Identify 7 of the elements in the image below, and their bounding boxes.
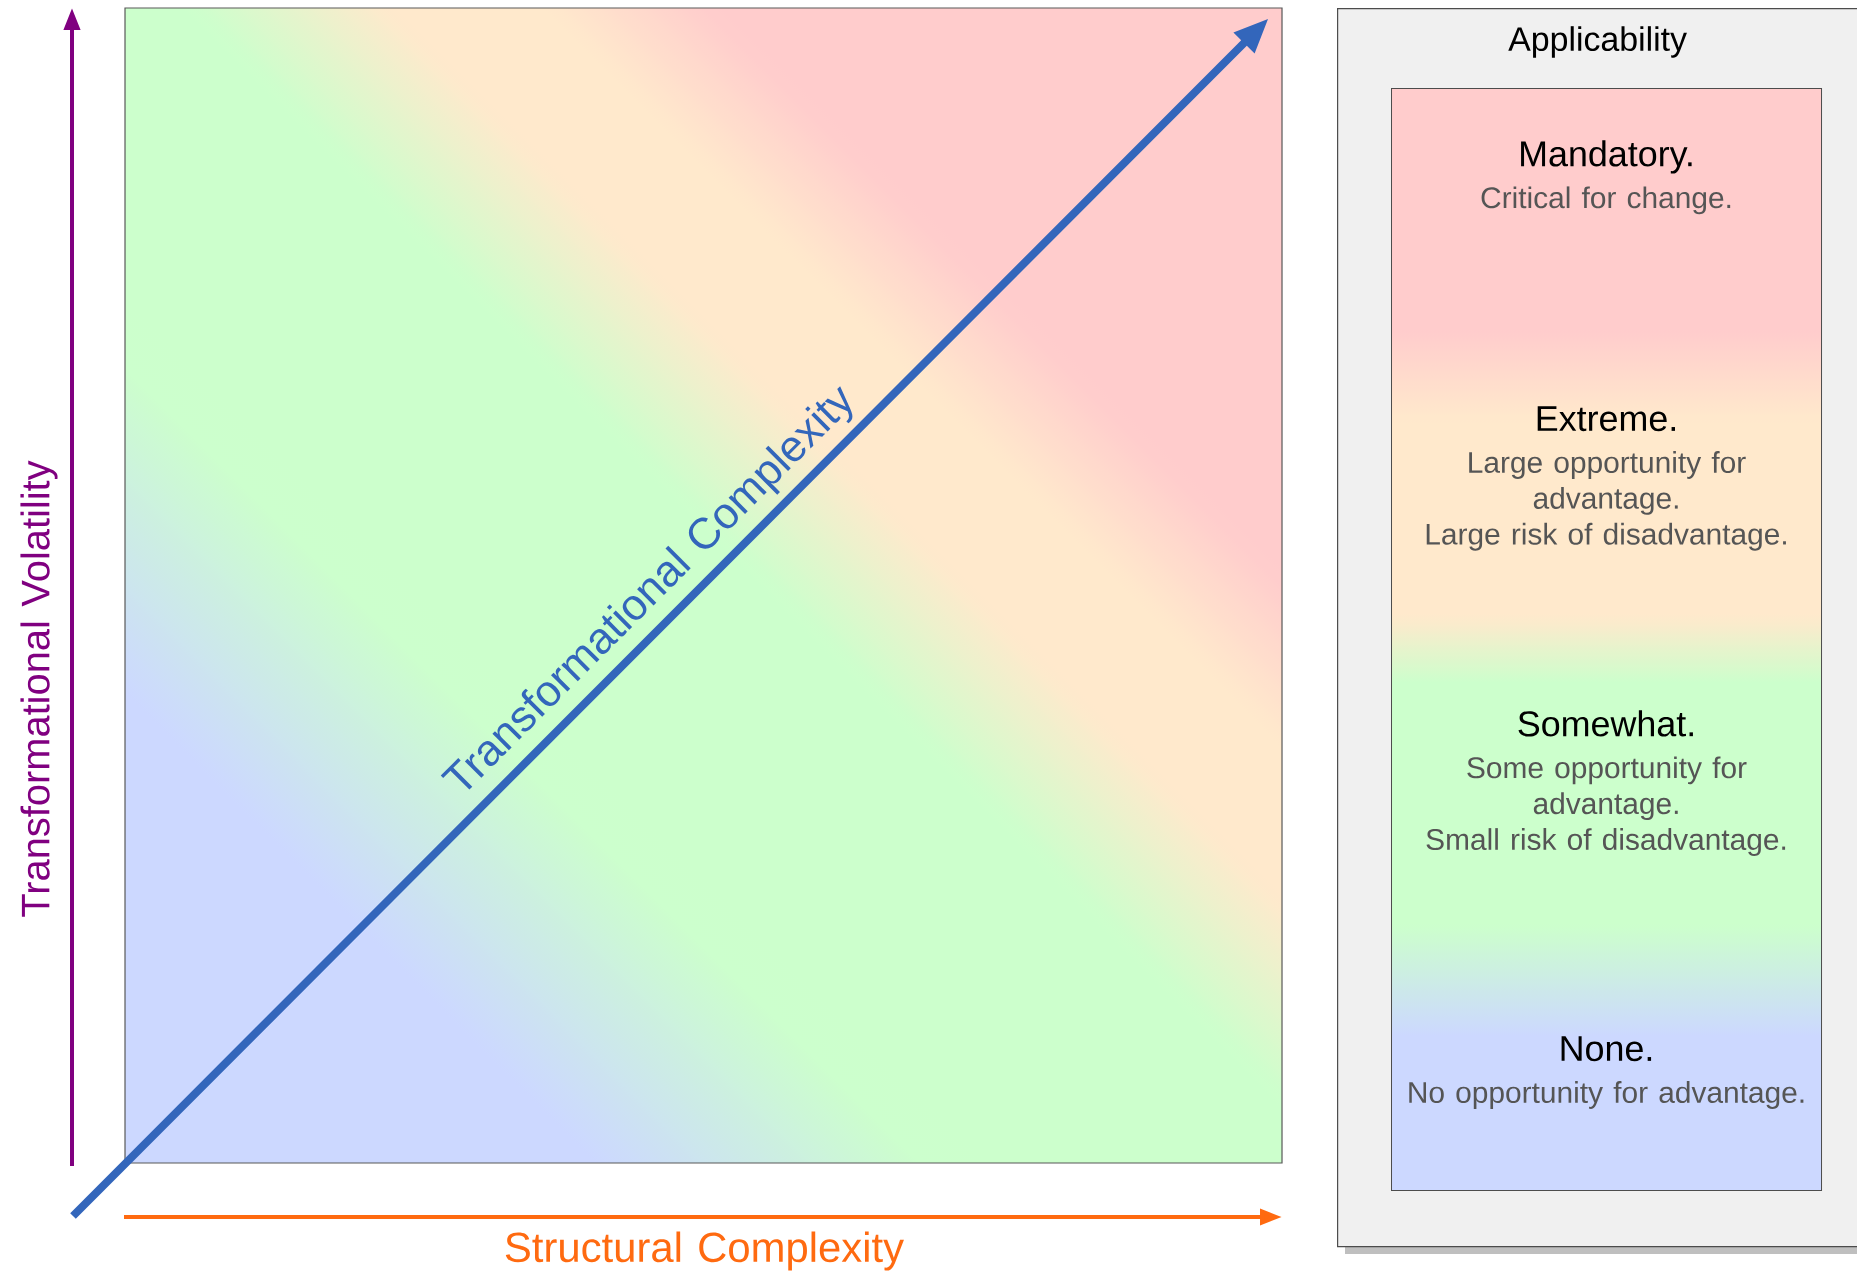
gradient-bar — [1391, 88, 1822, 1191]
level-label: Mandatory. Critical for change. — [1481, 140, 1731, 215]
level-label: Extreme. Large opportunity for advantage. Large risk of disadvantage. — [1426, 406, 1786, 551]
level-label: Somewhat. Some opportunity for advantage. Small risk of disadvantage. — [1426, 710, 1786, 856]
level-label: None. No opportunity for advantage. — [1409, 1036, 1804, 1109]
axis-label: Structural Complexity — [505, 1231, 904, 1271]
axis-label: Transformational Volatility — [20, 460, 58, 917]
